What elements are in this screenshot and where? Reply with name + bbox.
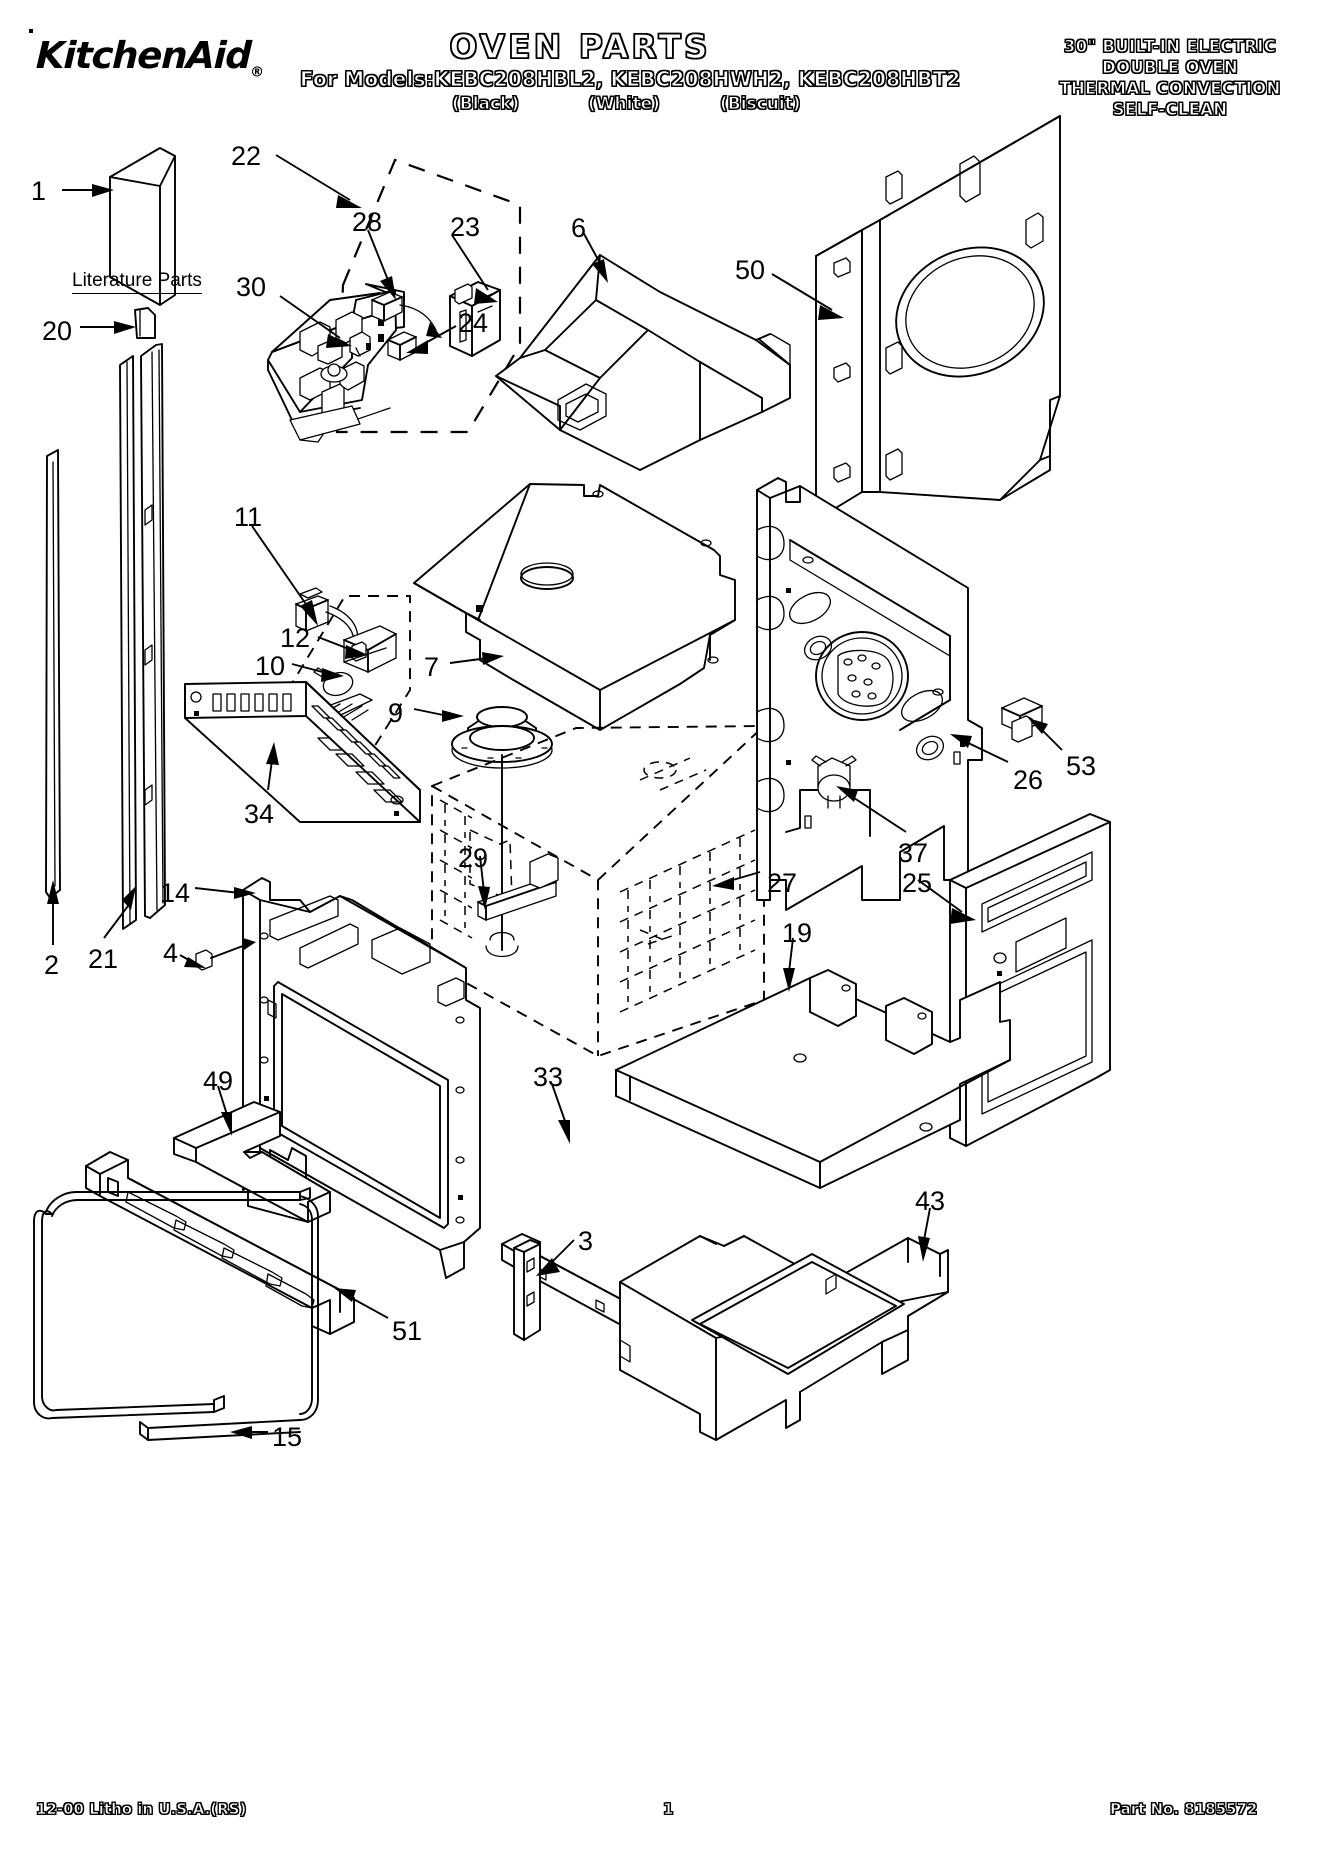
part-53-bracket-clip xyxy=(1001,697,1043,743)
literature-parts-label: Literature Parts xyxy=(72,270,202,294)
part-14-front-frame xyxy=(242,877,481,1279)
part-50-rear-panel xyxy=(815,115,1061,521)
part-15-door-gasket xyxy=(33,1187,319,1441)
part-51-lower-trim xyxy=(85,1151,355,1335)
part-9-fan-motor xyxy=(451,706,553,958)
callout-number-19: 19 xyxy=(782,918,813,948)
callout-number-43: 43 xyxy=(915,1186,946,1216)
part-21-side-trim xyxy=(119,343,166,930)
callout-number-20: 20 xyxy=(42,316,73,346)
part-49-rail-bracket xyxy=(173,1101,331,1223)
callout-number-1: 1 xyxy=(31,176,47,206)
callout-number-27: 27 xyxy=(767,868,798,898)
callout-number-24: 24 xyxy=(458,308,489,338)
callout-number-9: 9 xyxy=(388,698,404,728)
callout-number-51: 51 xyxy=(392,1316,423,1346)
spec-block: 30" BUILT-IN ELECTRIC DOUBLE OVEN THERMA… xyxy=(1020,36,1320,120)
part-26-panel-front xyxy=(949,813,1111,1147)
callout-number-28: 28 xyxy=(352,207,383,237)
part-20-cap xyxy=(134,307,156,339)
part-28-switch xyxy=(371,291,442,338)
finish-black: (Black) xyxy=(451,94,520,115)
callout-number-26: 26 xyxy=(1013,765,1044,795)
registration-mark xyxy=(29,29,33,33)
callout-number-4: 4 xyxy=(163,938,179,968)
callout-number-21: 21 xyxy=(88,944,119,974)
part-19-bottom-shelf xyxy=(615,969,1011,1189)
callout-number-14: 14 xyxy=(160,878,191,908)
models-line: For Models:KEBC208HBL2, KEBC208HWH2, KEB… xyxy=(299,66,961,91)
callout-number-6: 6 xyxy=(571,213,587,243)
callout-number-25: 25 xyxy=(902,868,933,898)
spec-line-1: 30" BUILT-IN ELECTRIC xyxy=(1063,37,1277,57)
title-block: OVEN PARTS For Models:KEBC208HBL2, KEBC2… xyxy=(299,27,961,118)
kitchenaid-logo: KitchenAid® xyxy=(35,34,265,80)
callout-number-50: 50 xyxy=(735,255,766,285)
part-25-chassis-side-panel xyxy=(756,477,983,911)
callout-number-30: 30 xyxy=(236,272,267,302)
finish-white: (White) xyxy=(588,94,661,115)
part-3-bracket xyxy=(513,1239,541,1341)
callout-number-33: 33 xyxy=(533,1062,564,1092)
part-7-oven-top-panel xyxy=(413,483,736,731)
part-4-screw xyxy=(195,938,256,971)
part-24-relay xyxy=(387,331,417,361)
page-title: OVEN PARTS xyxy=(449,27,711,66)
part-2-trim-rod xyxy=(45,449,61,899)
registered-trademark-icon: ® xyxy=(249,64,265,81)
part-6-vent-deflector xyxy=(495,254,791,471)
callout-number-29: 29 xyxy=(458,843,489,873)
part-37-thermal-cutout xyxy=(811,755,857,809)
brand-wordmark: KitchenAid xyxy=(35,34,252,77)
callout-number-2: 2 xyxy=(44,950,60,980)
callout-number-49: 49 xyxy=(203,1066,234,1096)
spec-line-4: SELF-CLEAN xyxy=(1112,100,1228,120)
part-27-oven-cavity xyxy=(431,725,765,1058)
footer-part-number: Part No. 8185572 xyxy=(1110,1800,1258,1819)
callout-number-37: 37 xyxy=(898,838,929,868)
spec-line-2: DOUBLE OVEN xyxy=(1102,58,1239,78)
part-12-lamp-socket xyxy=(295,587,397,697)
part-22-control-assembly-group xyxy=(335,158,522,434)
callout-number-34: 34 xyxy=(244,799,275,829)
part-10-lamp-lens xyxy=(311,693,373,723)
spec-line-3: THERMAL CONVECTION xyxy=(1059,79,1281,99)
callout-number-12: 12 xyxy=(280,623,311,653)
part-43-base-pan xyxy=(619,1235,949,1441)
finish-row: (Black) (White) (Biscuit) xyxy=(300,94,860,118)
part-29-rack-support xyxy=(477,853,559,921)
callout-number-53: 53 xyxy=(1066,751,1097,781)
callout-number-23: 23 xyxy=(450,212,481,242)
callout-number-22: 22 xyxy=(231,141,262,171)
callout-number-10: 10 xyxy=(255,651,286,681)
finish-biscuit: (Biscuit) xyxy=(720,94,802,115)
part-34-vent-grille xyxy=(184,681,421,823)
part-30-control-chassis xyxy=(267,283,405,443)
footer-page-number: 1 xyxy=(663,1800,674,1819)
page-footer: 12-00 Litho in U.S.A.(RS) 1 Part No. 818… xyxy=(0,1800,1339,1830)
callout-number-15: 15 xyxy=(272,1422,303,1452)
callout-number-7: 7 xyxy=(424,652,440,682)
callout-number-3: 3 xyxy=(578,1226,594,1256)
leader-lines xyxy=(47,154,1063,1439)
footer-litho: 12-00 Litho in U.S.A.(RS) xyxy=(36,1800,247,1819)
callout-number-11: 11 xyxy=(234,502,263,532)
